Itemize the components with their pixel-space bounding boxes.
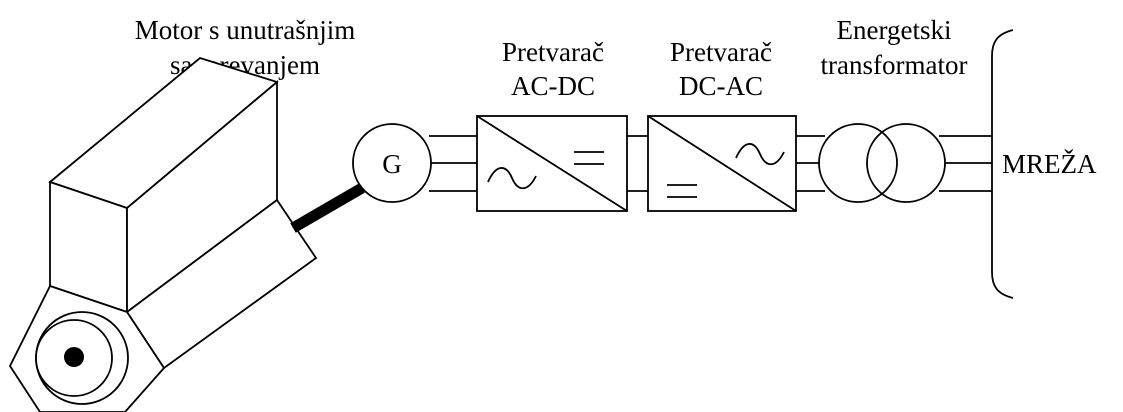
rectifier-label-line2: AC-DC [511, 71, 595, 101]
transformer-label-line1: Energetski [837, 15, 952, 45]
ac-dc-converter [476, 115, 628, 212]
dc-equals-icon [574, 151, 604, 165]
engine-block [8, 56, 318, 412]
engine-label-line1: Motor s unutrašnjim [135, 15, 356, 45]
power-transformer [818, 123, 946, 203]
grid-label: MREŽA [1002, 149, 1097, 179]
generator-label: G [382, 149, 402, 179]
lines-dc-link [627, 135, 648, 192]
drive-shaft [290, 183, 365, 233]
lines-inverter-to-transformer [796, 135, 825, 192]
lines-generator-to-rectifier [429, 135, 477, 192]
rectifier-label-line1: Pretvarač [502, 37, 604, 67]
pulley-hub-dot [64, 347, 84, 367]
ac-sine-icon [735, 143, 785, 166]
ac-sine-icon [487, 167, 537, 190]
grid-busbar-bracket [991, 29, 1014, 299]
transformer-label-line2: transformator [821, 50, 968, 80]
inverter-label-line2: DC-AC [679, 71, 763, 101]
dc-equals-icon [667, 184, 697, 198]
generator: G [352, 123, 432, 203]
lines-transformer-to-grid [939, 135, 992, 192]
dc-ac-converter [647, 115, 797, 212]
inverter-label-line1: Pretvarač [670, 37, 772, 67]
